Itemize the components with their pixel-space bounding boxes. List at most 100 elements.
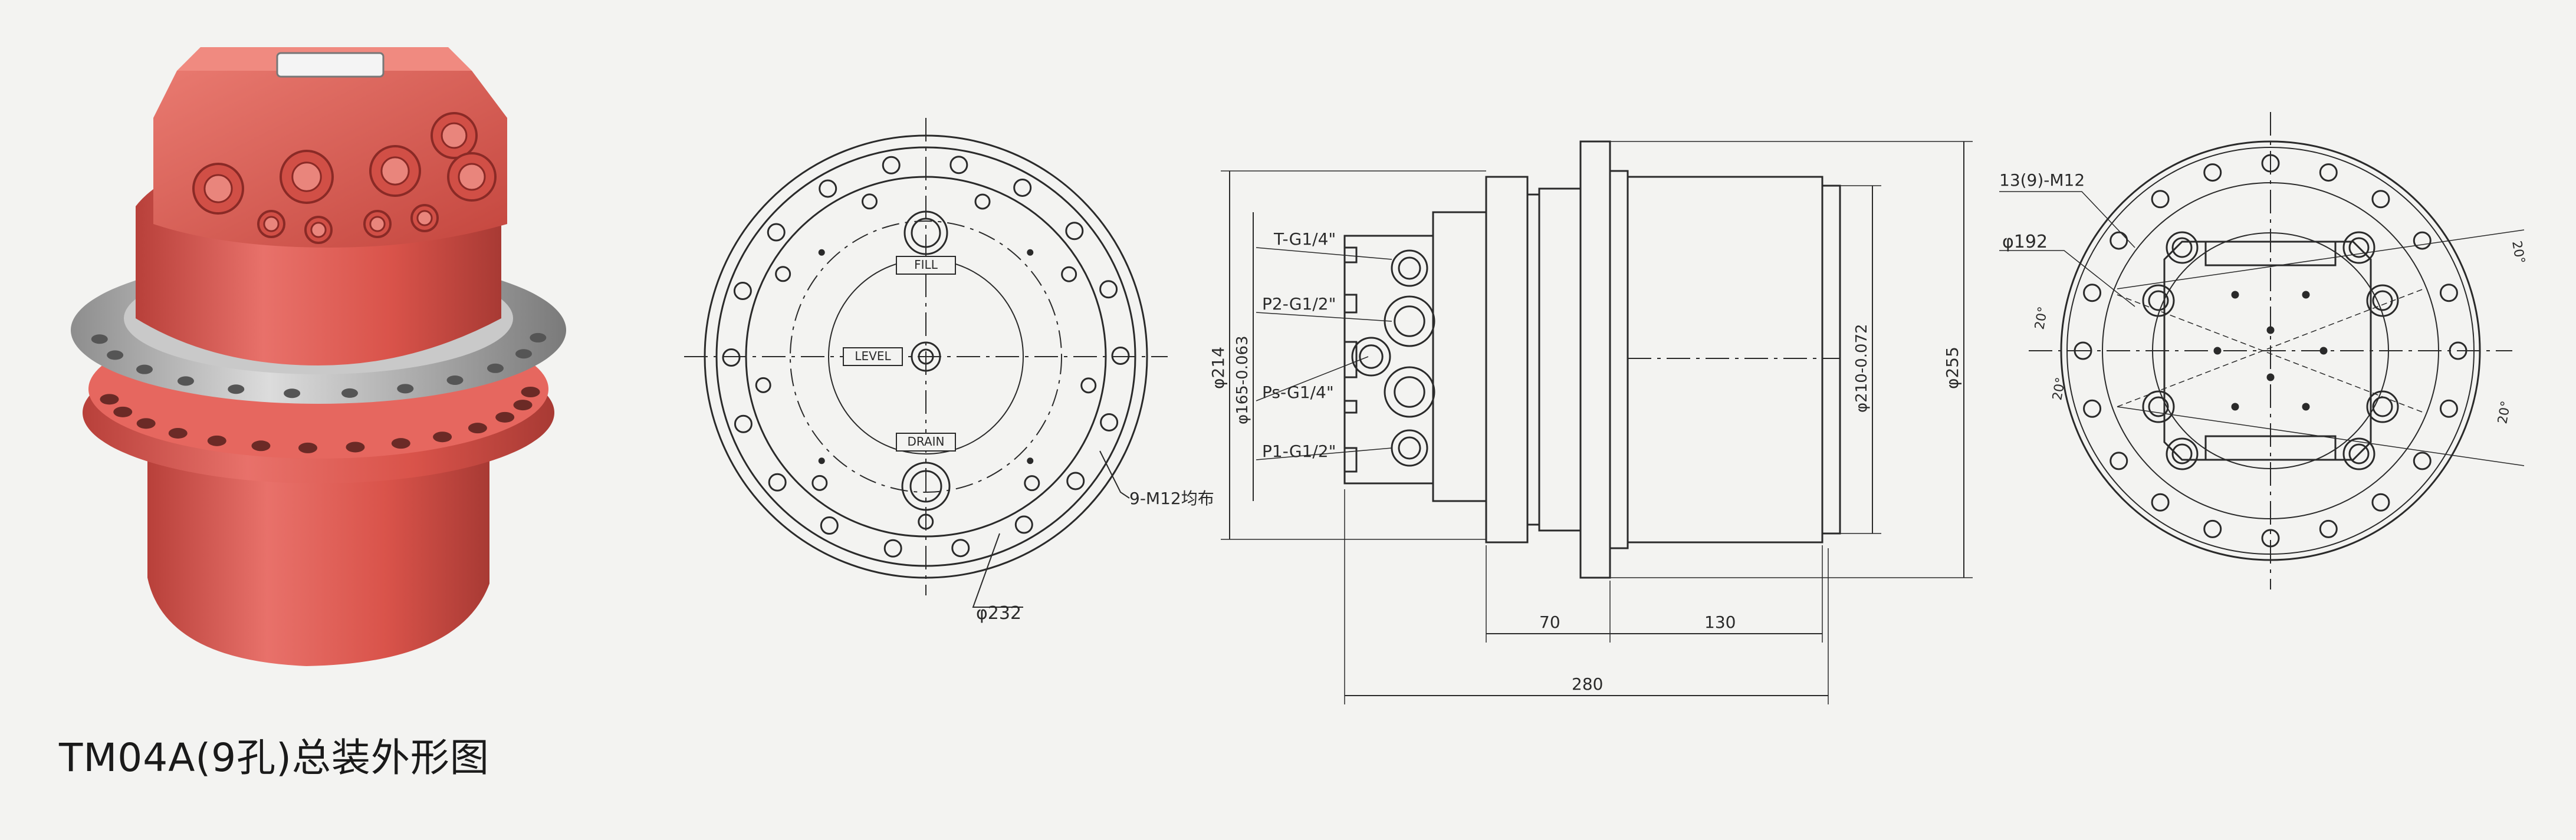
- front-dia232-leader: [972, 533, 1023, 608]
- rear-view: [1999, 112, 2525, 589]
- level-port-outer: [911, 341, 941, 372]
- leader-ps: [1256, 356, 1369, 401]
- motor-bolt-group: [91, 332, 547, 453]
- rear-bolt-hole: [2203, 519, 2222, 538]
- rear-port-outer: [2166, 437, 2199, 470]
- rear-bolt-hole: [2261, 154, 2280, 173]
- front-inner-bolt-hole: [861, 193, 878, 210]
- front-inner-bolt-hole: [918, 513, 934, 530]
- motor-ring-bolt: [136, 364, 153, 374]
- rear-bolt-hole: [2261, 529, 2280, 548]
- front-bolt-hole: [1014, 515, 1033, 534]
- rear-bolt-hole: [2439, 284, 2458, 302]
- motor-ring-bolt: [177, 376, 194, 386]
- motor-valve-block: [153, 71, 507, 248]
- rear-port-outer: [2366, 284, 2399, 317]
- motor-port-bore: [380, 156, 410, 186]
- port-t-label: T-G1/4": [1273, 229, 1336, 249]
- front-bolt-holes: [722, 156, 1130, 558]
- rear-port-inner: [2171, 443, 2193, 465]
- motor-port-bore: [310, 222, 327, 238]
- side-port-group: [1343, 246, 1435, 473]
- drain-label-box: [896, 433, 956, 452]
- front-bolt-callout: 9-M12均布: [1129, 489, 1214, 508]
- rear-bolt-holes: [2074, 154, 2467, 548]
- side-bearing-housing: [1538, 187, 1582, 532]
- dim280-label: 280: [1572, 674, 1603, 694]
- rear-dia192-label: φ192: [2002, 232, 2048, 252]
- motor-nameplate: [276, 52, 385, 78]
- front-bolt-hole: [882, 156, 901, 174]
- rear-bolt-callout: 13(9)-M12: [1999, 170, 2085, 190]
- fill-port-outer: [903, 210, 948, 255]
- motor-flange-bolt: [433, 431, 452, 443]
- front-pitch-circle: [790, 220, 1062, 493]
- side-valve-rib: [1343, 294, 1358, 314]
- front-bolt-hole: [1066, 472, 1085, 490]
- side-valve-body: [1432, 211, 1487, 502]
- front-inner-bolt-hole: [775, 266, 791, 282]
- front-bolt-hole: [1099, 280, 1118, 299]
- front-inner-bolt-hole: [811, 475, 828, 491]
- rear-dia192-leader: [1999, 250, 2135, 307]
- side-valve-rib: [1343, 447, 1358, 473]
- rear-port-outer: [2142, 390, 2175, 423]
- front-bolt-hole: [1100, 413, 1119, 431]
- rear-bolt-hole: [2110, 231, 2128, 250]
- motor-flange-bolt: [207, 435, 226, 446]
- front-bolt-hole: [820, 516, 839, 535]
- rear-angle-d-label: 20°: [2495, 400, 2513, 425]
- side-motor-flange: [1485, 176, 1529, 543]
- front-view: [684, 118, 1168, 608]
- rear-angle-line-b: [2117, 406, 2525, 466]
- motor-flange-bolt: [521, 386, 540, 397]
- rear-bolt-hole: [2151, 493, 2170, 512]
- rear-dot: [2319, 347, 2328, 355]
- front-bolt-hole: [722, 348, 741, 367]
- rear-bolt-hole: [2151, 190, 2170, 209]
- rear-bolt-hole: [2110, 452, 2128, 470]
- motor-ring-bolt: [530, 332, 547, 342]
- rear-bolt-hole: [2371, 493, 2390, 512]
- rear-port-outer: [2366, 390, 2399, 423]
- fill-label: FILL: [914, 258, 938, 272]
- front-pin-hole: [818, 249, 825, 256]
- rear-dot: [2266, 326, 2275, 334]
- rear-bolt-hole: [2074, 341, 2092, 360]
- dim214-label: φ214: [1208, 347, 1228, 389]
- side-view: [1221, 140, 1973, 704]
- motor-port-bore: [203, 174, 233, 203]
- side-valve-rib: [1343, 246, 1358, 263]
- motor-flange-bolt: [513, 400, 533, 411]
- motor-port-bore: [458, 163, 486, 191]
- dim130-label: 130: [1704, 612, 1736, 632]
- front-inner-bolt-hole: [974, 193, 991, 210]
- side-port-inner: [1359, 344, 1384, 369]
- rear-port-inner: [2148, 290, 2169, 311]
- leader-p2: [1256, 312, 1392, 322]
- side-port-outer: [1384, 295, 1435, 347]
- side-port-outer: [1384, 366, 1435, 418]
- front-bolt-hole: [951, 539, 970, 558]
- front-bolt-hole: [733, 282, 752, 301]
- front-bolt-hole: [949, 156, 968, 174]
- side-port-outer: [1391, 249, 1428, 287]
- front-bolt-hole: [768, 473, 787, 492]
- level-label-box: [843, 347, 903, 366]
- rear-bolt-hole: [2083, 399, 2102, 418]
- motor-flange-bolt: [251, 440, 271, 452]
- side-port-inner: [1398, 256, 1421, 280]
- drain-label: DRAIN: [907, 434, 944, 449]
- rear-port-outer: [2166, 231, 2199, 264]
- side-port-inner: [1394, 376, 1425, 408]
- rear-port-inner: [2348, 443, 2370, 465]
- motor-ring-bolt: [397, 384, 414, 394]
- front-bolt-hole: [1013, 178, 1032, 197]
- fill-label-box: [896, 256, 956, 275]
- rear-dot: [2213, 347, 2222, 355]
- front-bolt-hole: [1111, 347, 1130, 365]
- motor-flange-bolt: [391, 438, 410, 449]
- rear-bolt-hole: [2319, 163, 2338, 182]
